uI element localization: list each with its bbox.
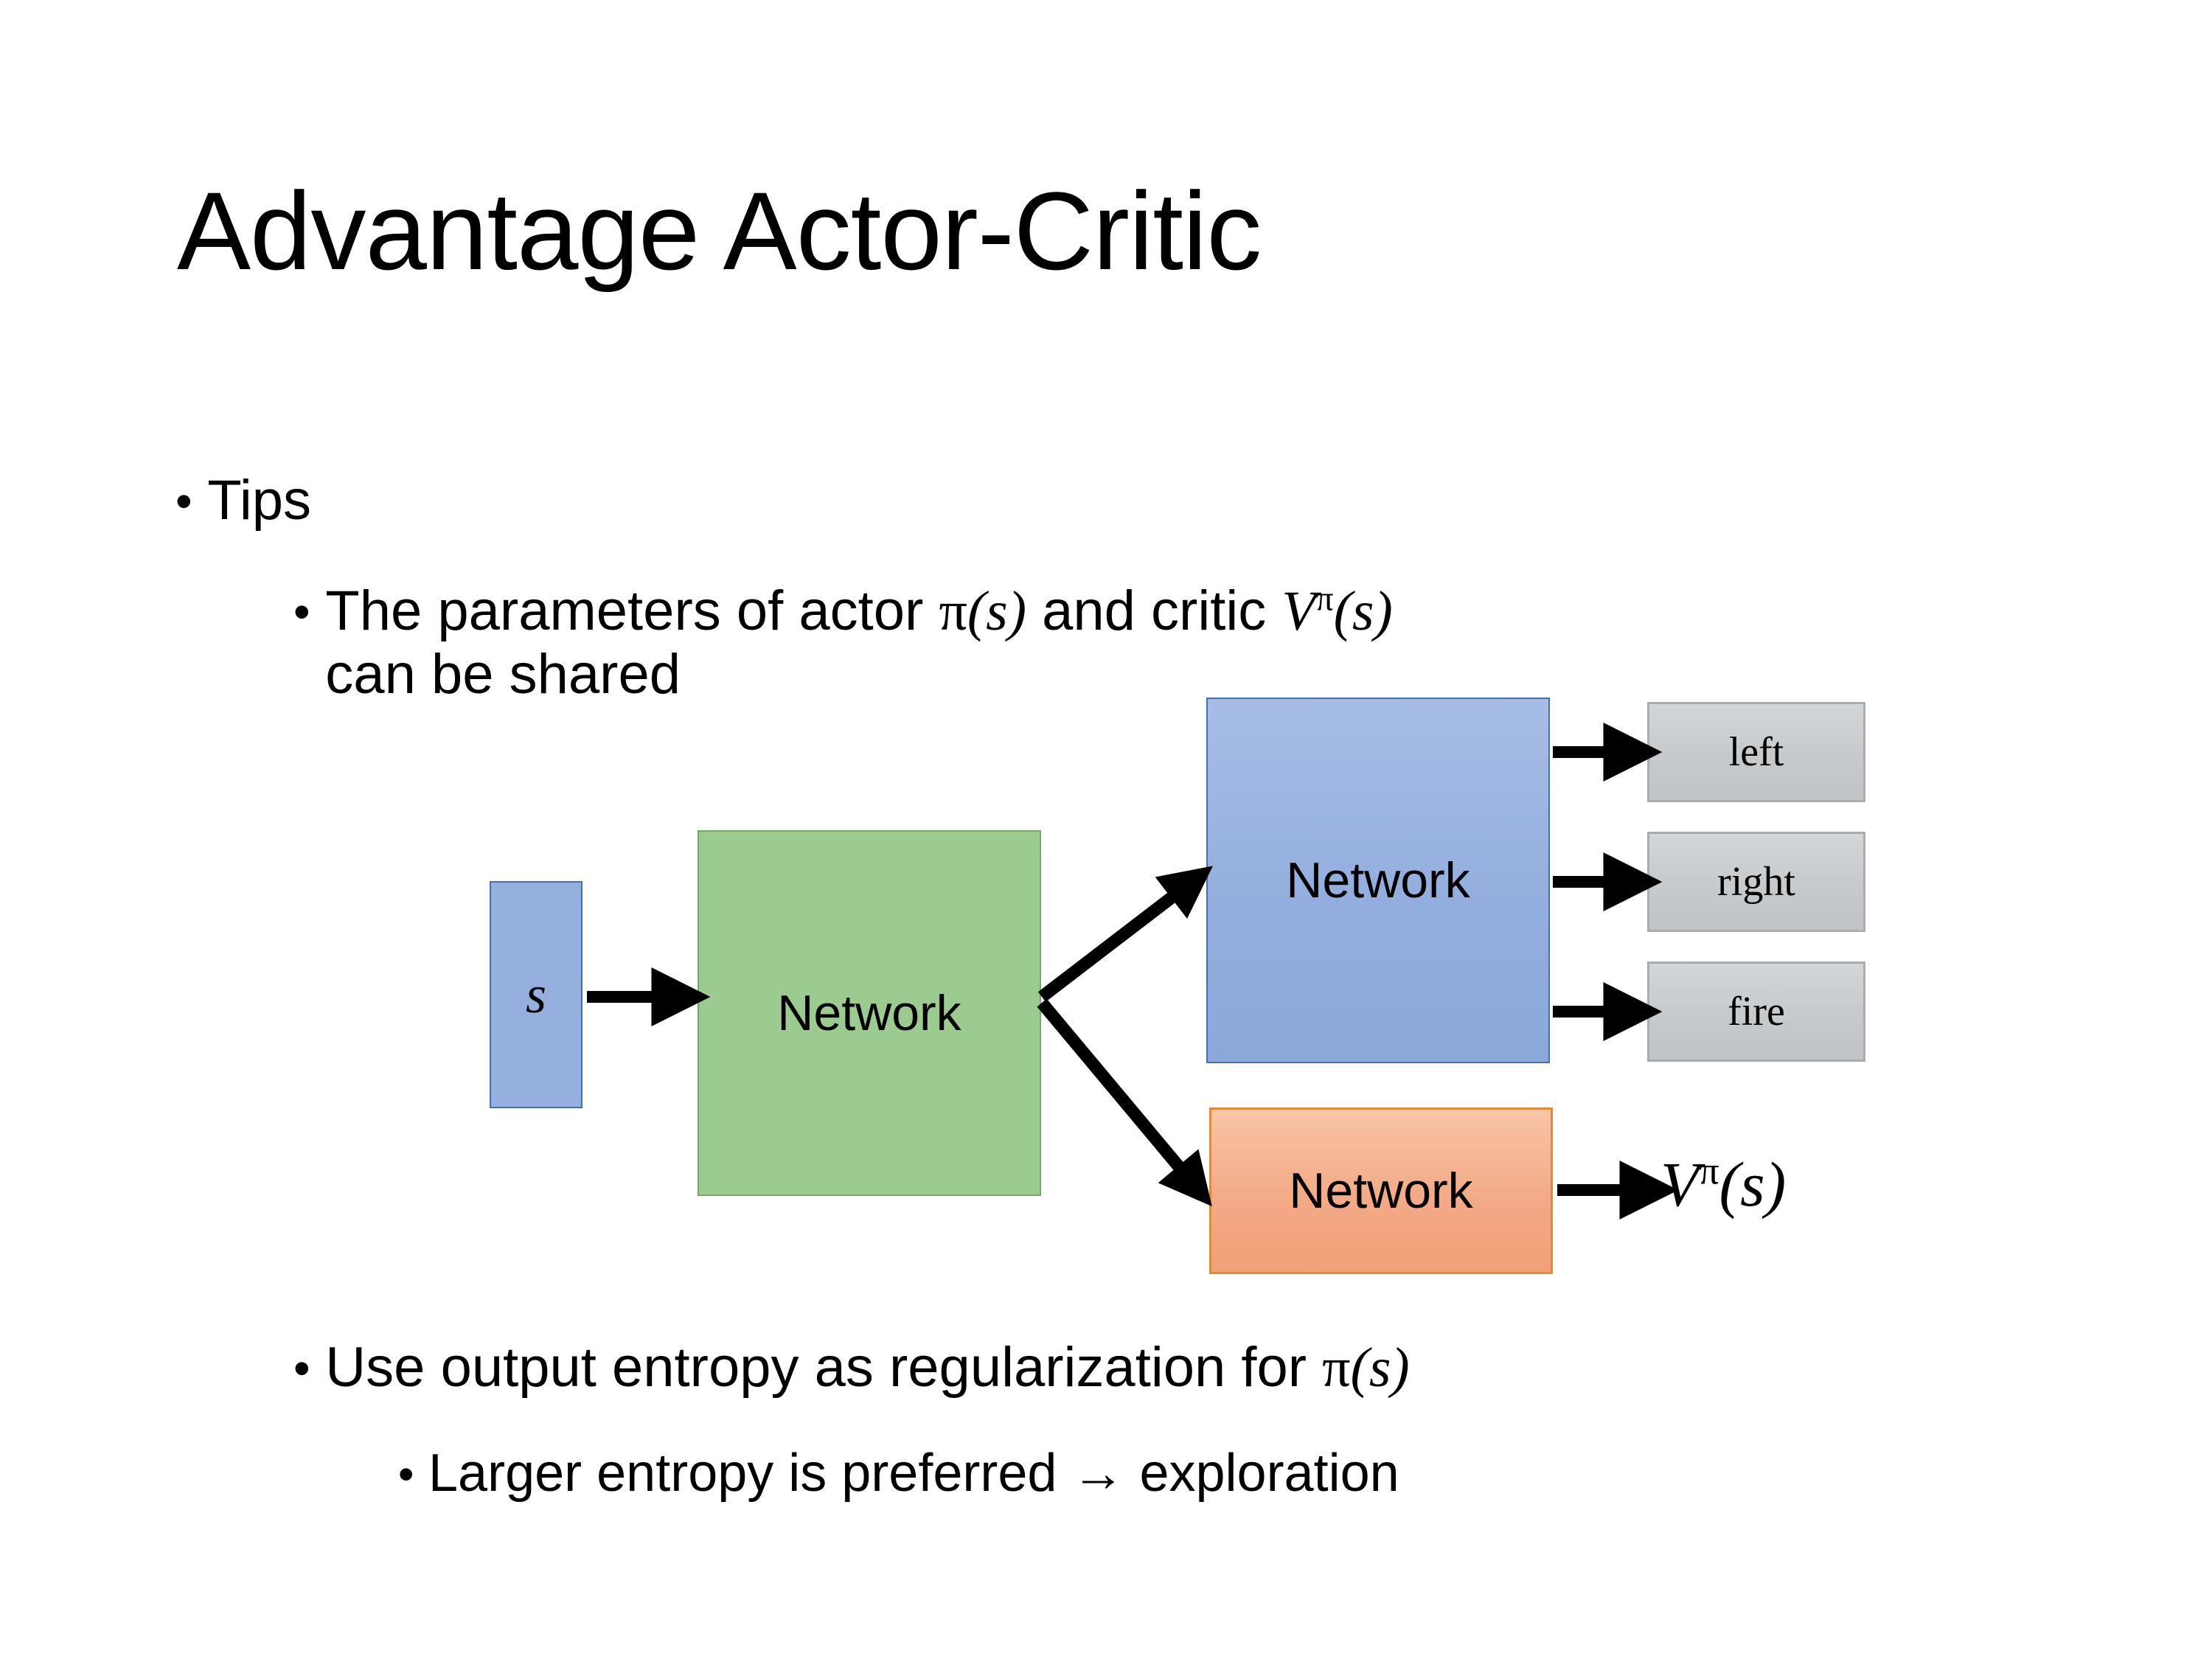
state-label: s — [525, 964, 547, 1024]
arrow-shared-to-actor — [1037, 866, 1213, 1002]
action-label-left: left — [1728, 729, 1784, 775]
critic-output-argument: (s) — [1719, 1149, 1787, 1220]
bullet-marker-icon: • — [293, 585, 310, 639]
shared-prefix: The parameters of actor — [325, 580, 939, 642]
critic-network-box: Network — [1209, 1107, 1553, 1274]
critic-v-superscript: π — [1315, 580, 1334, 619]
critic-network-label: Network — [1289, 1163, 1473, 1219]
bullet-marker-icon: • — [175, 474, 192, 528]
bullet-tips-label: Tips — [207, 469, 312, 532]
actor-pi-symbol: π — [939, 580, 967, 642]
bullet-entropy-text: Use output entropy as regularization for… — [325, 1336, 2152, 1399]
action-label-fire: fire — [1728, 989, 1785, 1034]
actor-pi-argument: (s) — [967, 580, 1027, 642]
state-input-box: s — [490, 881, 582, 1108]
actor-network-box: Network — [1206, 698, 1550, 1063]
critic-v-symbol: V — [1281, 580, 1316, 642]
bullet-larger-label: Larger entropy is preferred → exploratio… — [428, 1444, 1399, 1503]
action-label-right: right — [1717, 859, 1795, 905]
critic-output-symbol: V — [1660, 1149, 1700, 1220]
entropy-pi-argument: (s) — [1350, 1337, 1410, 1399]
actor-network-label: Network — [1286, 852, 1470, 908]
shared-line2: can be shared — [325, 643, 681, 706]
shared-network-box: Network — [698, 830, 1041, 1196]
entropy-prefix: Use output entropy as regularization for — [325, 1336, 1323, 1399]
action-output-box-right: right — [1647, 832, 1865, 932]
action-output-box-left: left — [1647, 702, 1865, 802]
arrow-shared-to-critic — [1037, 998, 1212, 1207]
critic-output-superscript: π — [1699, 1148, 1719, 1193]
shared-network-label: Network — [777, 985, 961, 1041]
bullet-marker-icon: • — [293, 1341, 310, 1395]
bullet-shared-text: The parameters of actor π(s) and critic … — [325, 580, 2152, 706]
bullet-tips: • Tips — [175, 469, 311, 532]
bullet-larger-entropy: • Larger entropy is preferred → explorat… — [398, 1444, 2168, 1503]
action-output-box-fire: fire — [1647, 961, 1865, 1062]
bullet-marker-icon: • — [398, 1449, 414, 1500]
page-title: Advantage Actor-Critic — [177, 169, 1262, 293]
shared-middle: and critic — [1026, 580, 1282, 642]
entropy-pi-symbol: π — [1322, 1337, 1351, 1399]
bullet-shared-parameters: • The parameters of actor π(s) and criti… — [293, 580, 2152, 706]
critic-value-output: Vπ(s) — [1660, 1147, 1786, 1221]
critic-v-argument: (s) — [1333, 580, 1393, 642]
bullet-entropy-regularization: • Use output entropy as regularization f… — [293, 1336, 2152, 1399]
